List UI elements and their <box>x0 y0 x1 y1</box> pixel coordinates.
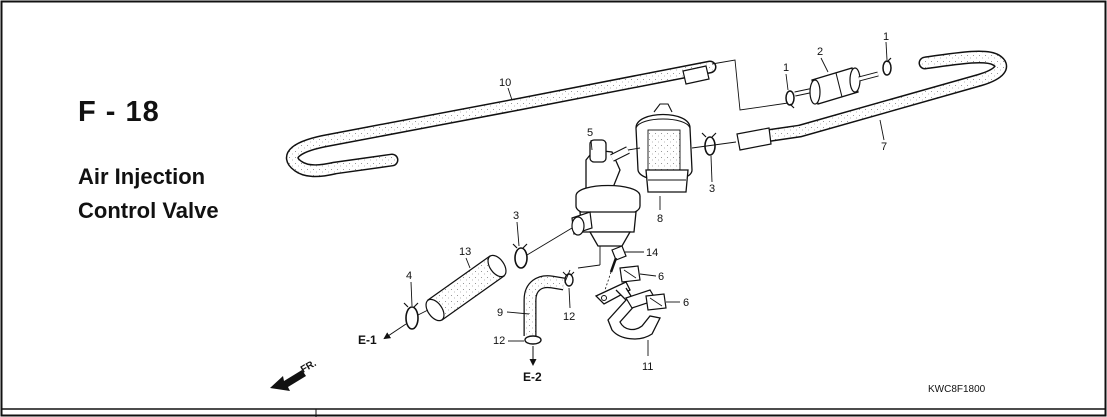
clip-6a <box>619 265 657 283</box>
callout-11: 11 <box>642 361 653 373</box>
title-line-1: Air Injection <box>78 164 206 189</box>
front-direction-arrow: FR. <box>270 358 319 391</box>
callout-1a: 1 <box>783 62 789 74</box>
leader-cap-hose7 <box>691 141 737 149</box>
callout-12a: 12 <box>563 311 575 323</box>
elbow-tube-9 <box>523 269 571 336</box>
page-title: Air Injection Control Valve <box>78 160 219 228</box>
clamp-1b <box>882 57 892 76</box>
callout-1b: 1 <box>883 31 889 43</box>
callout-6a: 6 <box>658 271 664 283</box>
title-line-2: Control Valve <box>78 198 219 223</box>
clip-6b <box>645 293 680 311</box>
leader-valve-hose7 <box>627 147 641 151</box>
callout-leaders <box>410 41 888 342</box>
tube-13 <box>425 254 507 322</box>
callout-8: 8 <box>657 213 663 225</box>
callout-14: 14 <box>646 247 658 259</box>
callout-10: 10 <box>499 77 511 89</box>
filter-cap-8 <box>635 103 693 210</box>
reference-code: KWC8F1800 <box>928 384 986 395</box>
callout-4: 4 <box>406 270 412 282</box>
arrow-e1 <box>383 323 407 340</box>
callout-6b: 6 <box>683 297 689 309</box>
page-code: F - 18 <box>78 96 160 128</box>
callout-12b: 12 <box>493 335 505 347</box>
filter-2 <box>794 67 879 105</box>
clamp-12a <box>562 271 575 287</box>
clamp-4 <box>403 302 429 330</box>
bolt-14 <box>604 245 627 291</box>
callout-13: 13 <box>459 246 471 258</box>
callout-9: 9 <box>497 307 503 319</box>
clamp-12b <box>524 335 542 345</box>
leader-hose10-filter <box>711 59 789 111</box>
front-direction-label: FR. <box>299 358 319 376</box>
clamp-3b <box>701 132 717 156</box>
callout-2: 2 <box>817 46 823 58</box>
connector-e2: E-2 <box>523 370 542 384</box>
connector-e1: E-1 <box>358 333 377 347</box>
bracket-11 <box>594 281 661 356</box>
hose-10 <box>285 60 717 178</box>
callout-7: 7 <box>881 141 887 153</box>
clamp-3a <box>512 227 573 269</box>
title-block: F - 18 <box>78 96 160 129</box>
valve-5 <box>571 139 641 269</box>
clamp-1a <box>785 90 795 109</box>
hose-7 <box>736 50 1008 151</box>
callout-3b: 3 <box>709 183 715 195</box>
callout-5: 5 <box>587 127 593 139</box>
callout-3a: 3 <box>513 210 519 222</box>
